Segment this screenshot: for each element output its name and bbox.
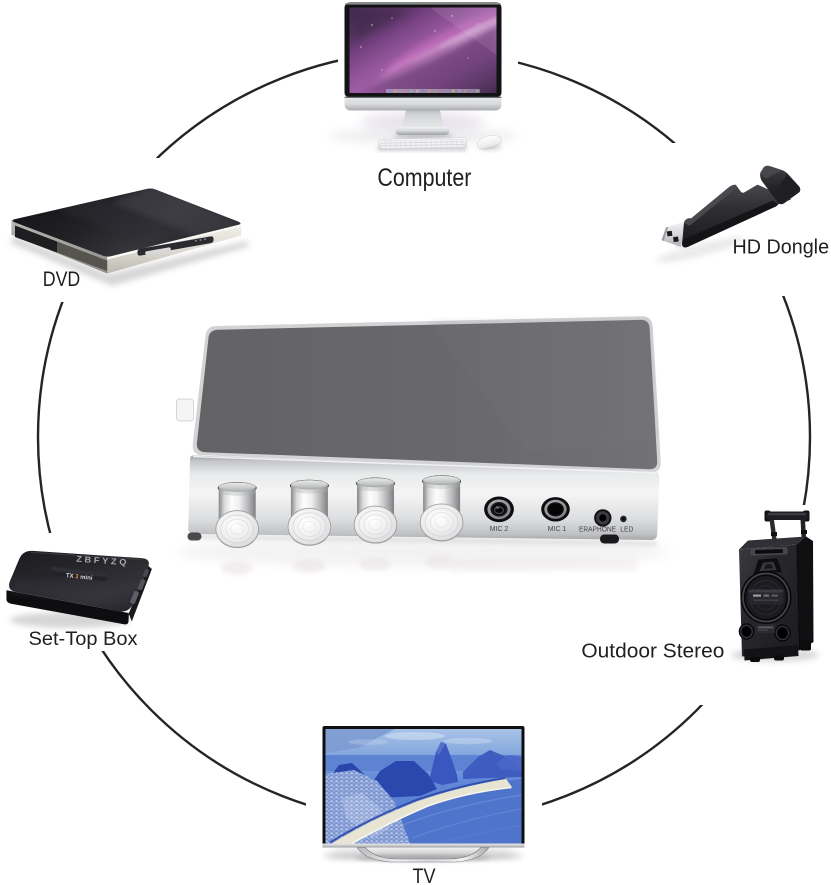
svg-text:MIC 2: MIC 2 xyxy=(490,526,509,533)
svg-text:Computer: Computer xyxy=(377,164,471,192)
svg-text:TV: TV xyxy=(413,865,436,885)
svg-text:Outdoor Stereo: Outdoor Stereo xyxy=(581,640,724,663)
svg-text:TX 3 mini: TX 3 mini xyxy=(66,573,94,582)
svg-text:DVD: DVD xyxy=(43,268,81,291)
svg-text:LED: LED xyxy=(620,527,633,534)
svg-text:Set-Top Box: Set-Top Box xyxy=(29,629,139,650)
svg-text:HD Dongle: HD Dongle xyxy=(733,236,830,259)
svg-text:ERAPHONE: ERAPHONE xyxy=(579,527,616,534)
svg-text:MIC 1: MIC 1 xyxy=(548,526,567,533)
svg-text:ZBFYZQ: ZBFYZQ xyxy=(76,554,130,568)
